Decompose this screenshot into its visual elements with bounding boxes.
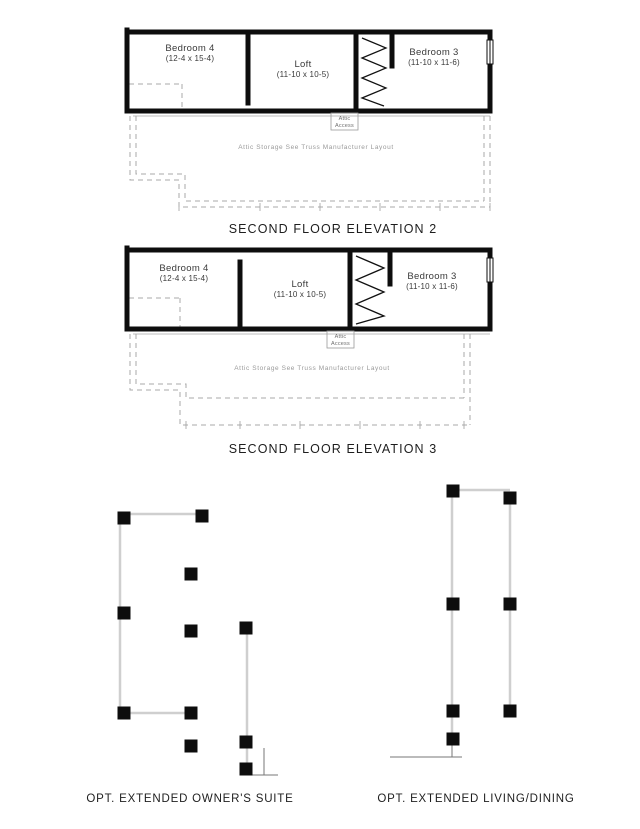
- option-frame-lines: [450, 488, 512, 739]
- attic-access-callout: Attic Access: [330, 112, 359, 131]
- room-label-bedroom4: Bedroom 4: [165, 43, 214, 54]
- plan-elevation-2: Attic Storage See Truss Manufacturer Lay…: [124, 27, 494, 236]
- attic-storage-outline: Attic Storage See Truss Manufacturer Lay…: [129, 115, 491, 211]
- column-marker: [239, 735, 253, 749]
- column-marker: [239, 621, 253, 635]
- attic-access-label-line1: Attic: [339, 116, 351, 122]
- column-marker: [117, 511, 131, 525]
- column-marker: [117, 706, 131, 720]
- option-living-dining-plan: OPT. EXTENDED LIVING/DINING: [377, 484, 574, 805]
- attic-access-callout: Attic Access: [326, 330, 355, 349]
- option-owners-suite-plan: OPT. EXTENDED OWNER'S SUITE: [86, 509, 293, 805]
- column-marker: [239, 762, 253, 776]
- column-marker: [446, 597, 460, 611]
- option-frame-lines: [118, 512, 249, 768]
- column-marker: [446, 704, 460, 718]
- room-label-bedroom3: Bedroom 3: [407, 271, 456, 282]
- column-marker: [195, 509, 209, 523]
- exterior-interior-walls: [124, 245, 493, 332]
- column-marker: [184, 567, 198, 581]
- attic-storage-note: Attic Storage See Truss Manufacturer Lay…: [238, 144, 394, 151]
- attic-access-label-line2: Access: [331, 341, 350, 347]
- closet-dashed-outline: [129, 297, 181, 327]
- storage-ticks: [178, 203, 491, 211]
- room-dims-loft: (11-10 x 10-5): [277, 70, 330, 79]
- option-label-living-dining: OPT. EXTENDED LIVING/DINING: [377, 793, 574, 805]
- stair-zigzag-icon: [354, 255, 386, 325]
- column-marker: [503, 597, 517, 611]
- column-marker: [184, 706, 198, 720]
- attic-storage-note: Attic Storage See Truss Manufacturer Lay…: [234, 365, 390, 372]
- room-dims-bedroom4: (12-4 x 15-4): [160, 274, 209, 283]
- storage-dashed-inner: [135, 334, 465, 399]
- room-dims-bedroom4: (12-4 x 15-4): [166, 54, 215, 63]
- attic-access-label-line2: Access: [335, 123, 354, 129]
- stair-zigzag-icon: [360, 37, 388, 107]
- option-label-owners-suite: OPT. EXTENDED OWNER'S SUITE: [86, 793, 293, 805]
- storage-dashed-outer: [129, 334, 471, 426]
- column-marker: [184, 624, 198, 638]
- plan-elevation-3: Attic Storage See Truss Manufacturer Lay…: [124, 245, 494, 456]
- room-label-bedroom4: Bedroom 4: [159, 263, 208, 274]
- closet-dashed-outline: [129, 83, 183, 109]
- room-dims-bedroom3: (11-10 x 11-6): [408, 58, 460, 67]
- room-label-bedroom3: Bedroom 3: [409, 47, 458, 58]
- storage-dashed-outer: [129, 116, 491, 208]
- column-marker: [184, 739, 198, 753]
- storage-ticks: [185, 421, 465, 429]
- plan-title-elevation-3: SECOND FLOOR ELEVATION 3: [229, 442, 438, 456]
- column-marker: [446, 484, 460, 498]
- column-marker: [446, 732, 460, 746]
- attic-storage-outline: Attic Storage See Truss Manufacturer Lay…: [129, 333, 490, 429]
- column-marker: [117, 606, 131, 620]
- room-label-loft: Loft: [294, 59, 311, 70]
- attic-access-box: [326, 330, 355, 349]
- storage-dashed-inner: [135, 116, 485, 202]
- plan-title-elevation-2: SECOND FLOOR ELEVATION 2: [229, 222, 438, 236]
- attic-access-label-line1: Attic: [335, 334, 347, 340]
- option-step-lines: [252, 748, 278, 776]
- room-dims-bedroom3: (11-10 x 11-6): [406, 282, 458, 291]
- column-marker: [503, 704, 517, 718]
- room-label-loft: Loft: [291, 279, 308, 290]
- attic-access-box: [330, 112, 359, 131]
- room-dims-loft: (11-10 x 10-5): [274, 290, 327, 299]
- exterior-interior-walls: [124, 27, 493, 114]
- column-marker: [503, 491, 517, 505]
